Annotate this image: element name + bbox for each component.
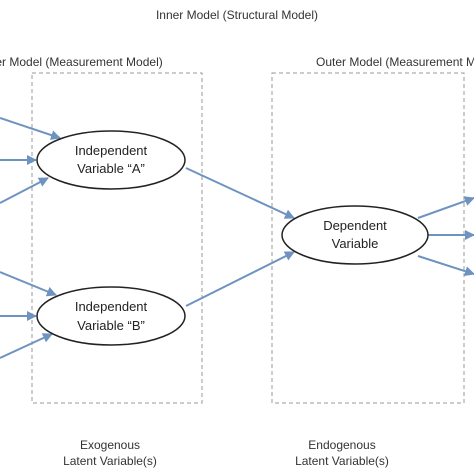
left-measurement-model-title-text: Outer Model (Measurement Model) — [0, 55, 163, 69]
independent-b-line1: Independent — [75, 299, 148, 314]
independent-a-line2: Variable “A” — [77, 161, 145, 176]
exogenous-caption: Exogenous Latent Variable(s) — [50, 437, 170, 469]
left-measurement-model-title: Outer Model (Measurement Model) — [0, 55, 190, 69]
dependent-variable-node: Dependent Variable — [281, 205, 429, 265]
exogenous-caption-line1: Exogenous — [79, 438, 141, 452]
indicator-arrow-a1 — [0, 117, 61, 140]
dependent-line1: Dependent — [323, 218, 387, 233]
inner-model-title: Inner Model (Structural Model) — [155, 8, 319, 22]
exogenous-caption-line2: Latent Variable(s) — [63, 454, 157, 468]
right-measurement-model-title-text: Outer Model (Measurement Model) — [316, 55, 474, 69]
exogenous-box — [31, 72, 203, 404]
indicator-arrow-a3 — [0, 177, 49, 204]
path-a-to-dependent — [185, 167, 295, 219]
endogenous-caption-line2: Latent Variable(s) — [295, 454, 389, 468]
independent-a-line1: Independent — [75, 143, 148, 158]
independent-variable-a-node: Independent Variable “A” — [36, 130, 186, 190]
independent-variable-b-node: Independent Variable “B” — [36, 286, 186, 346]
independent-b-line2: Variable “B” — [77, 318, 145, 333]
endogenous-caption: Endogenous Latent Variable(s) — [282, 437, 402, 469]
dependent-line2: Variable — [332, 236, 379, 251]
endogenous-caption-line1: Endogenous — [308, 438, 376, 452]
indicator-arrow-b1 — [0, 271, 57, 297]
path-b-to-dependent — [185, 251, 295, 307]
dependent-indicator-arrow-1 — [417, 196, 474, 219]
indicator-arrow-b3 — [0, 333, 53, 359]
endogenous-box — [271, 72, 465, 404]
dependent-indicator-arrow-3 — [417, 255, 474, 277]
right-measurement-model-title: Outer Model (Measurement Model) — [316, 55, 474, 69]
